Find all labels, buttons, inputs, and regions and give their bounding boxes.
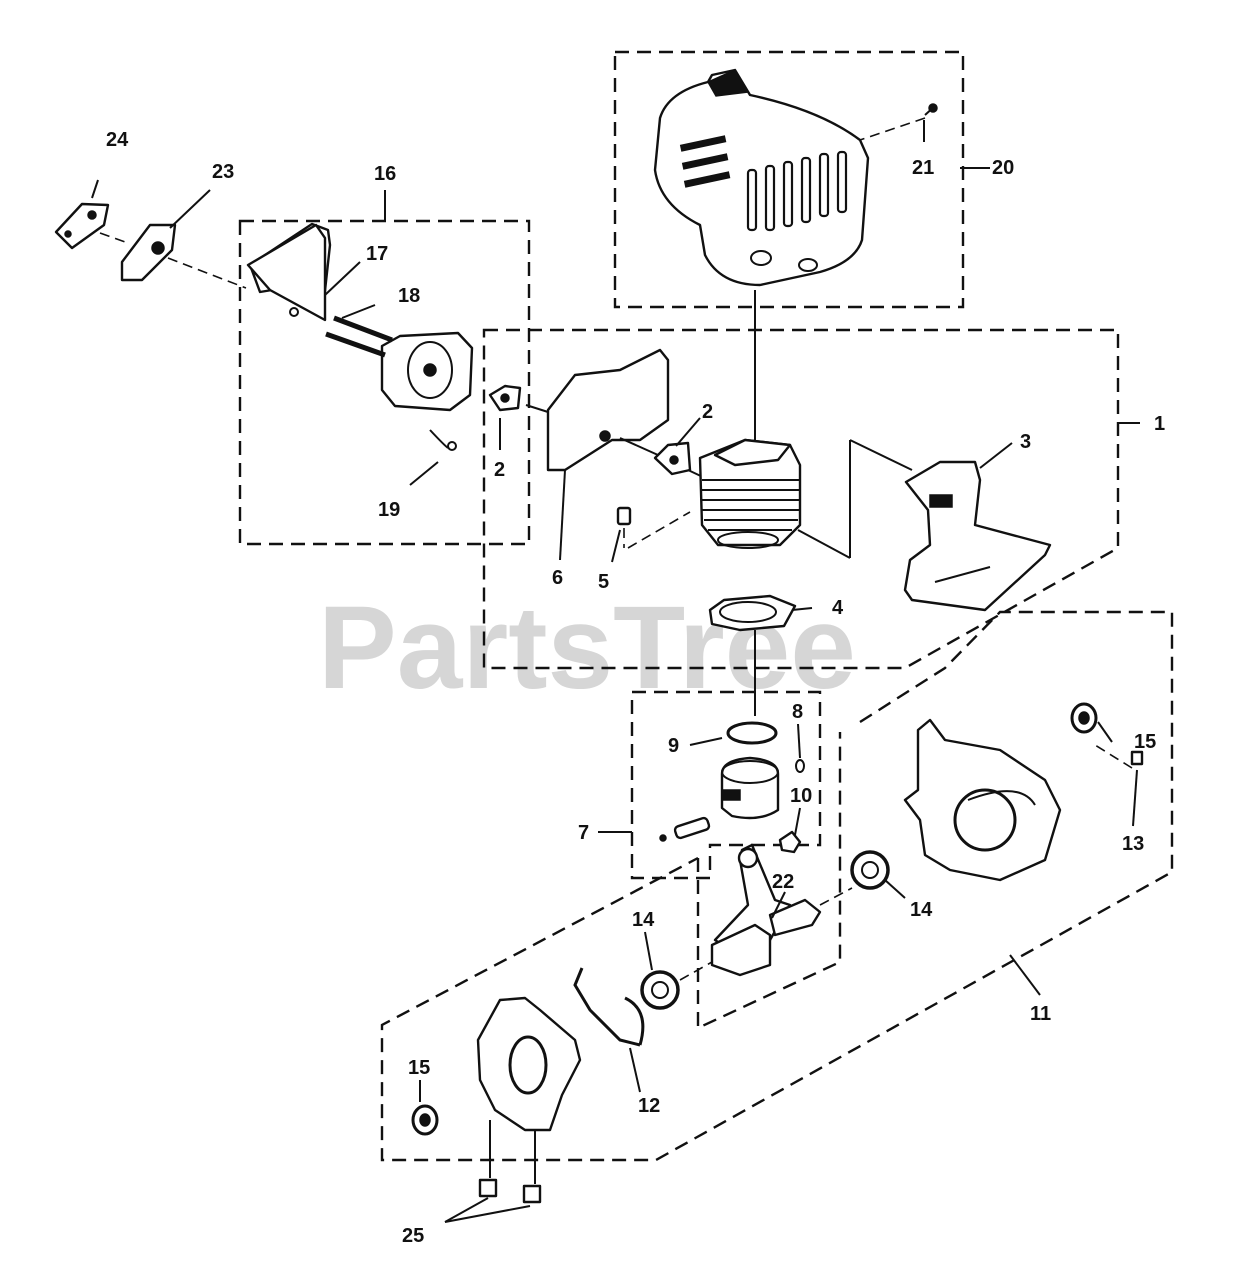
label-5: 5 xyxy=(598,571,609,593)
bearing-14-right xyxy=(850,850,890,890)
label-3: 3 xyxy=(1020,431,1031,453)
leader-cyl-heat xyxy=(797,529,851,559)
label-23: 23 xyxy=(212,161,234,183)
leader-24-23 xyxy=(99,232,126,243)
leader-23-17 xyxy=(167,257,247,289)
insulator-6 xyxy=(546,348,670,472)
label-7: 7 xyxy=(578,822,589,844)
label-15-left: 15 xyxy=(408,1057,430,1079)
carburetor-screws xyxy=(325,315,393,358)
shroud-cover xyxy=(653,68,870,287)
label-22: 22 xyxy=(772,871,794,893)
bearing-14-left xyxy=(640,970,680,1010)
label-18: 18 xyxy=(398,285,420,307)
bolt-13 xyxy=(1094,744,1144,769)
carburetor-plate xyxy=(246,222,332,322)
gasket-2-left xyxy=(488,384,522,412)
gasket-24 xyxy=(54,202,110,250)
label-13: 13 xyxy=(1122,833,1144,855)
callout-lines xyxy=(91,120,1140,1223)
gasket-4 xyxy=(708,594,797,632)
leader-6-2 xyxy=(619,437,659,456)
label-17: 17 xyxy=(366,243,388,265)
cylinder xyxy=(698,438,802,549)
label-11: 11 xyxy=(1030,1003,1051,1025)
label-14-right: 14 xyxy=(910,899,933,921)
piston-ring-9 xyxy=(726,721,778,745)
seal-15-right xyxy=(1070,702,1098,734)
clip-8 xyxy=(795,759,805,773)
leader-2-6 xyxy=(525,404,549,413)
label-20: 20 xyxy=(992,157,1014,179)
label-14-left: 14 xyxy=(632,909,655,931)
group-box-crankcase xyxy=(380,610,1174,1162)
label-9: 9 xyxy=(668,735,679,757)
part-labels: 24 23 16 17 18 19 2 6 5 2 3 1 4 21 20 8 … xyxy=(106,129,1165,1247)
clip-19 xyxy=(429,429,457,451)
leader-14-crank xyxy=(679,961,713,981)
piston xyxy=(720,756,780,820)
spark-plug-5 xyxy=(616,506,691,549)
label-1: 1 xyxy=(1154,413,1165,435)
label-10: 10 xyxy=(790,785,812,807)
heat-shield-3 xyxy=(903,460,1052,612)
gasket-2-right xyxy=(653,441,692,476)
group-box-cylinder xyxy=(482,328,1120,670)
retainer-12 xyxy=(573,967,645,1047)
label-6: 6 xyxy=(552,567,563,589)
crankshaft xyxy=(710,887,853,977)
label-21: 21 xyxy=(912,157,934,179)
group-box-piston xyxy=(630,690,822,880)
dowel-pins-25 xyxy=(478,1120,542,1204)
label-25: 25 xyxy=(402,1225,424,1247)
label-12: 12 xyxy=(638,1095,660,1117)
crankcase-right xyxy=(903,718,1062,882)
wrist-pin xyxy=(659,816,711,842)
crankcase-left xyxy=(476,996,582,1132)
label-8: 8 xyxy=(792,701,803,723)
group-box-shroud xyxy=(613,50,965,309)
label-15-right: 15 xyxy=(1134,731,1156,753)
spacer-23 xyxy=(120,223,177,282)
label-2-left: 2 xyxy=(494,459,505,481)
seal-15-left xyxy=(411,1104,439,1136)
label-16: 16 xyxy=(374,163,396,185)
bearing-10 xyxy=(778,830,802,854)
label-19: 19 xyxy=(378,499,400,521)
leader-bracket-3 xyxy=(849,439,913,471)
label-4: 4 xyxy=(832,597,844,619)
label-2-right: 2 xyxy=(702,401,713,423)
shroud-screw xyxy=(859,103,938,141)
carburetor-body xyxy=(380,331,474,412)
label-24: 24 xyxy=(106,129,129,151)
